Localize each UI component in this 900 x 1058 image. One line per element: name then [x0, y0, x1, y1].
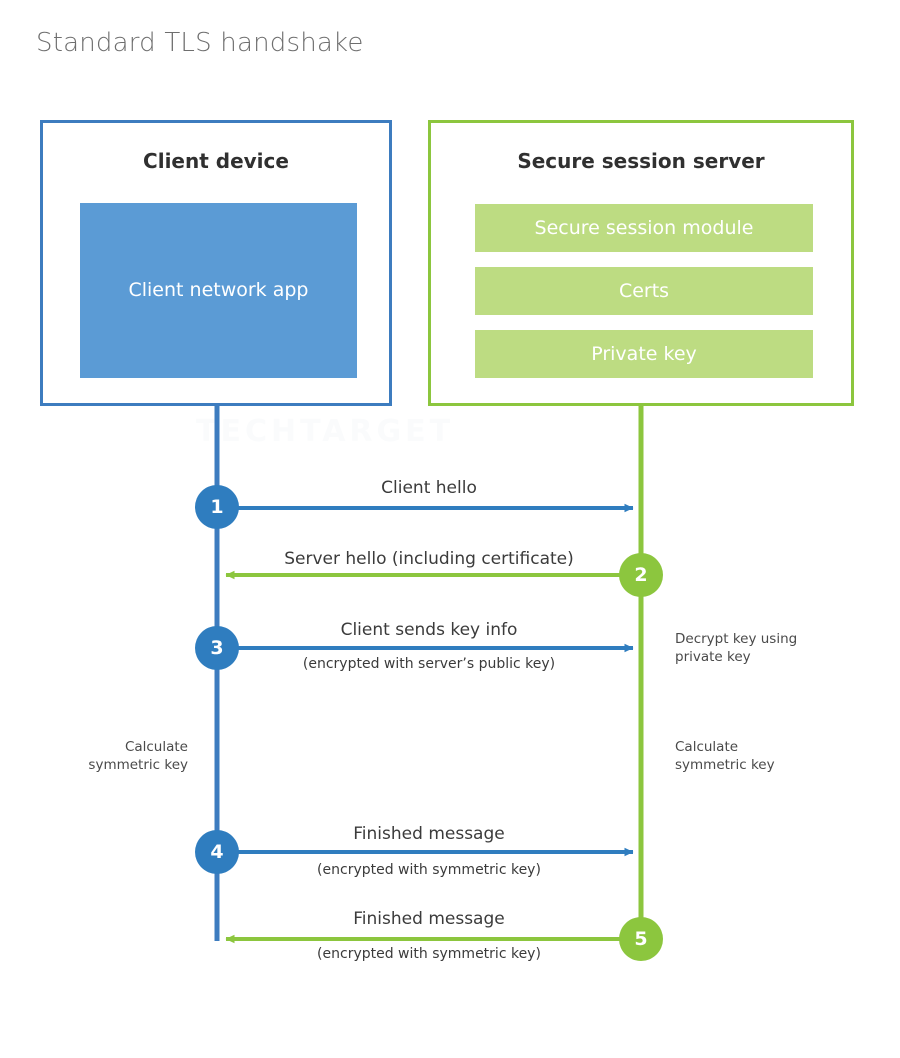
- client-network-app-block: Client network app: [80, 203, 357, 378]
- step-3-sublabel: (encrypted with server’s public key): [302, 656, 556, 672]
- secure-session-server-box: Secure session server Secure session mod…: [428, 120, 854, 406]
- server-block-secure-session-module: Secure session module: [475, 204, 813, 252]
- step-4-label: Finished message: [353, 824, 505, 844]
- step-badge-2[interactable]: 2: [619, 553, 663, 597]
- server-block-private-key: Private key: [475, 330, 813, 378]
- secure-session-server-title: Secure session server: [517, 149, 765, 173]
- step-4-sublabel: (encrypted with symmetric key): [317, 862, 541, 878]
- watermark-text: TECHTARGET: [196, 414, 455, 449]
- server-block-certs: Certs: [475, 267, 813, 315]
- step-5-label: Finished message: [353, 909, 505, 929]
- step-badge-5[interactable]: 5: [619, 917, 663, 961]
- step-1-label: Client hello: [381, 478, 477, 498]
- note-decrypt-key: Decrypt key using private key: [675, 631, 798, 665]
- step-badge-3[interactable]: 3: [195, 626, 239, 670]
- step-3-label: Client sends key info: [340, 620, 518, 640]
- step-2-label: Server hello (including certificate): [284, 549, 574, 569]
- step-badge-4[interactable]: 4: [195, 830, 239, 874]
- page-title: Standard TLS handshake: [36, 28, 364, 58]
- client-device-box: Client device Client network app: [40, 120, 392, 406]
- step-5-sublabel: (encrypted with symmetric key): [317, 946, 541, 962]
- step-badge-1[interactable]: 1: [195, 485, 239, 529]
- note-calculate-symmetric-key-client: Calculate symmetric key: [88, 739, 188, 773]
- client-device-title: Client device: [143, 149, 289, 173]
- note-calculate-symmetric-key-server: Calculate symmetric key: [675, 739, 775, 773]
